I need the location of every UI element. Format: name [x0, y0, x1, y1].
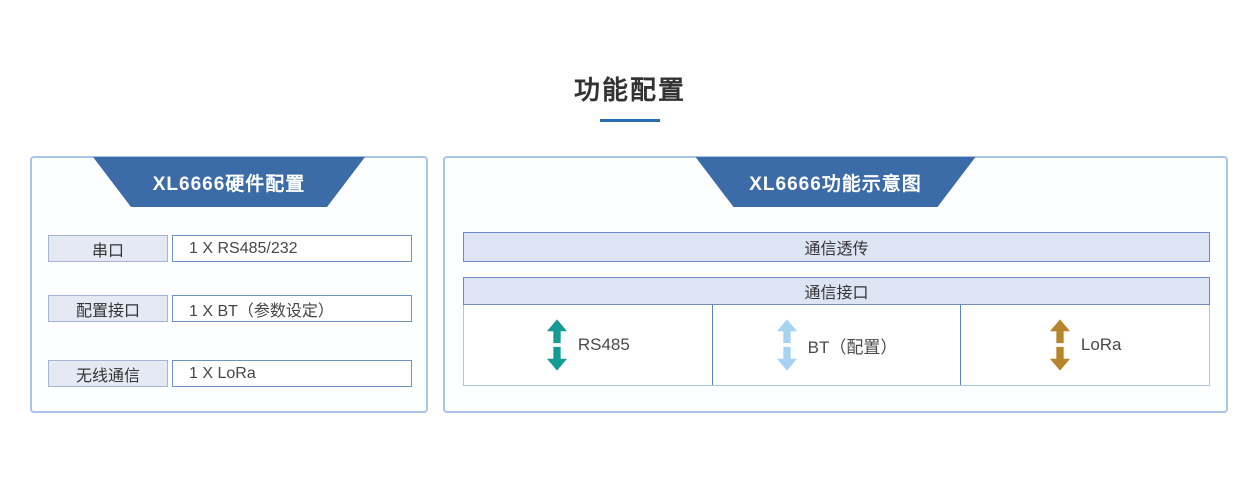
row-label-wireless: 无线通信	[48, 360, 168, 387]
function-diagram-header: XL6666功能示意图	[696, 157, 976, 207]
double-vertical-arrow-icon	[1049, 318, 1071, 372]
interface-label: LoRa	[1080, 335, 1122, 354]
interface-table: 通信接口 RS485 BT（配置）	[463, 277, 1210, 386]
interface-table-header: 通信接口	[463, 277, 1210, 305]
page-title-block: 功能配置	[0, 70, 1260, 122]
interface-cell-bt: BT（配置）	[711, 305, 961, 385]
page-title: 功能配置	[573, 75, 686, 105]
interface-cell-rs485: RS485	[464, 305, 712, 385]
hardware-config-header: XL6666硬件配置	[93, 157, 365, 207]
row-label-config-interface: 配置接口	[48, 295, 168, 322]
hardware-config-panel: XL6666硬件配置 串口 1 X RS485/232 配置接口 1 X BT（…	[30, 156, 428, 413]
interface-label: BT（配置）	[807, 337, 898, 357]
function-diagram-panel: XL6666功能示意图 通信透传 通信接口 RS485	[443, 156, 1228, 413]
row-label-serial: 串口	[48, 235, 168, 262]
interface-cells-row: RS485 BT（配置） LoRa	[463, 305, 1210, 386]
double-vertical-arrow-icon	[776, 318, 798, 372]
row-value-wireless: 1 X LoRa	[172, 360, 412, 387]
transparent-transmission-bar: 通信透传	[463, 232, 1210, 262]
row-value-config-interface: 1 X BT（参数设定）	[172, 295, 412, 322]
interface-label: RS485	[577, 335, 630, 354]
row-value-serial: 1 X RS485/232	[172, 235, 412, 262]
title-underline	[600, 119, 660, 122]
interface-cell-lora: LoRa	[960, 305, 1209, 385]
double-vertical-arrow-icon	[546, 318, 568, 372]
